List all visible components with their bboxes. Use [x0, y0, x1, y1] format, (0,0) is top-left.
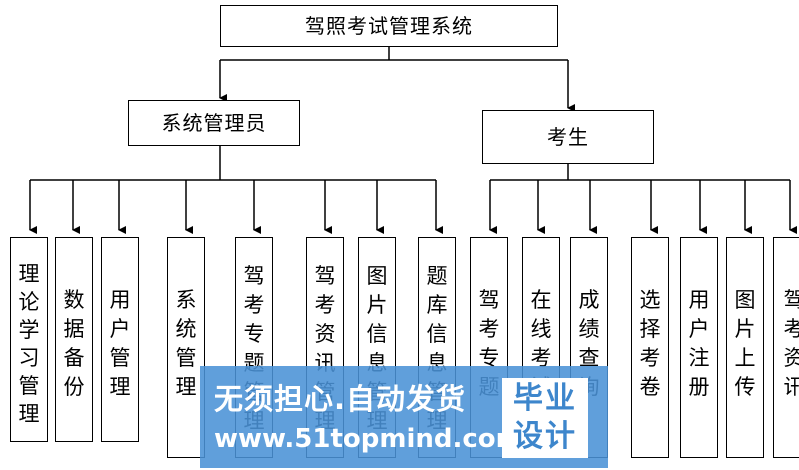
examinee-node: 考生 [482, 110, 654, 164]
admin-child-node: 用户管理 [101, 237, 139, 442]
watermark-slogan: 无须担心.自动发货 [214, 382, 467, 416]
admin-child-label: 系统管理 [175, 288, 197, 399]
admin-child-node: 数据备份 [55, 237, 93, 442]
examinee-child-node: 选择考卷 [631, 237, 669, 458]
examinee-label: 考生 [547, 125, 589, 149]
admin-label: 系统管理员 [161, 111, 267, 135]
watermark-badge-line1: 毕业 [513, 381, 577, 416]
examinee-child-node: 驾考资讯 [773, 237, 799, 458]
watermark-banner: 无须担心.自动发货 www.51topmind.com 毕业 设计 [200, 366, 608, 468]
watermark-badge-line2: 设计 [513, 419, 577, 454]
admin-child-node: 系统管理 [167, 237, 205, 458]
admin-child-label: 数据备份 [63, 288, 85, 399]
examinee-child-label: 图片上传 [734, 288, 756, 399]
admin-child-node: 理论学习管理 [10, 237, 48, 442]
examinee-child-node: 用户注册 [680, 237, 718, 458]
examinee-child-label: 用户注册 [688, 288, 710, 399]
examinee-child-label: 选择考卷 [639, 288, 661, 399]
watermark-url: www.51topmind.com [214, 424, 523, 454]
watermark-badge: 毕业 设计 [502, 378, 588, 458]
root-label: 驾照考试管理系统 [305, 14, 473, 38]
examinee-child-label: 驾考资讯 [783, 286, 799, 457]
admin-child-label: 用户管理 [109, 288, 131, 399]
admin-child-label: 理论学习管理 [18, 262, 40, 426]
root-node: 驾照考试管理系统 [220, 5, 558, 47]
examinee-child-node: 图片上传 [726, 237, 764, 458]
admin-node: 系统管理员 [128, 100, 300, 146]
